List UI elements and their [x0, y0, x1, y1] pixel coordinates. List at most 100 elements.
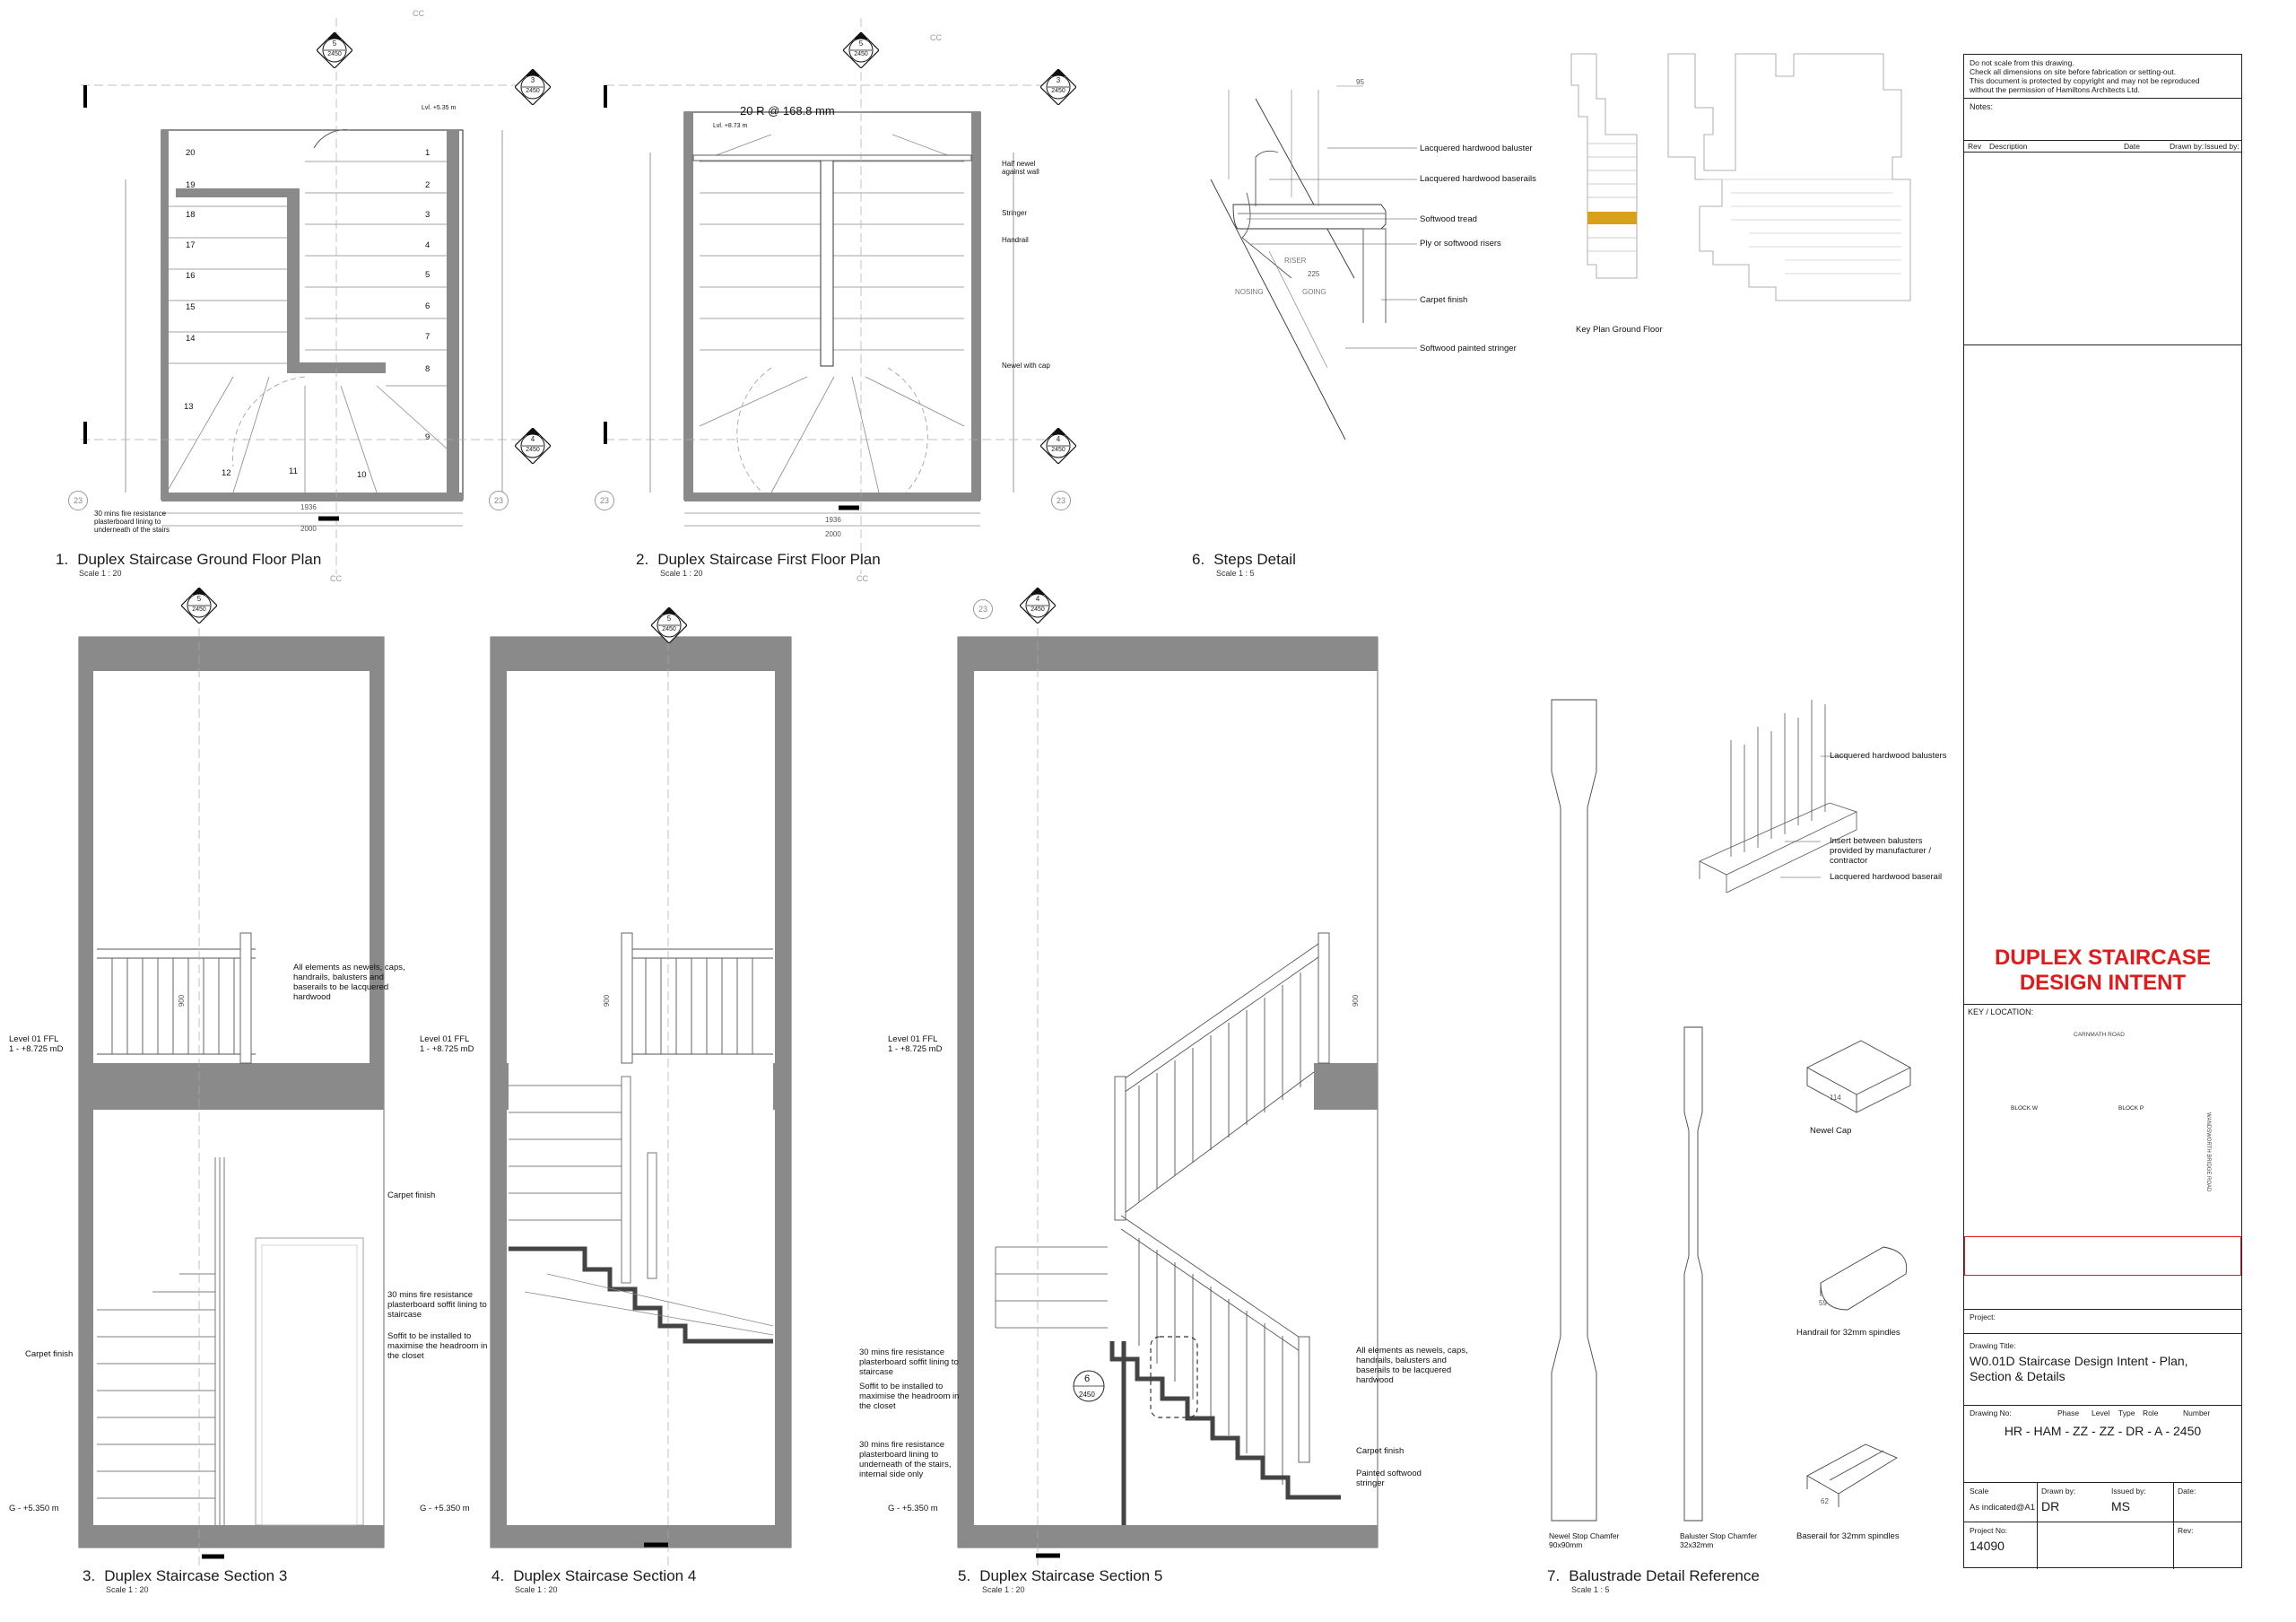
drawing-no-value: HR - HAM - ZZ - ZZ - DR - A - 2450	[2004, 1424, 2202, 1438]
grid-bubble-23c: 23	[973, 599, 993, 619]
s4-dim-900: 900	[603, 994, 612, 1007]
marker-sheet: 2450	[662, 626, 676, 632]
marker-id: 3	[1056, 76, 1061, 84]
type-header: Type	[2118, 1408, 2135, 1417]
project-no-row: Project No: 14090 Rev:	[1964, 1522, 2241, 1569]
divider	[2037, 1483, 2038, 1522]
s5-underneath-note: 30 mins fire resistance plasterboard lin…	[859, 1440, 952, 1479]
view-scale-6: Scale 1 : 5	[1216, 569, 1255, 578]
newel-cap-note: Newel with cap	[1002, 362, 1050, 370]
marker-sheet: 2450	[1051, 88, 1065, 94]
marker-id: 4	[1035, 595, 1040, 603]
tread-number: 3	[425, 210, 430, 220]
revision-header-row: Rev Description Date Drawn by: Issued by…	[1964, 140, 2241, 153]
key-location-row: KEY / LOCATION: CARNMATH ROAD WANDSWORTH…	[1964, 1004, 2241, 1191]
dim-total-width-1: 2000	[300, 525, 317, 533]
grid-cc-1: CC	[413, 9, 424, 18]
steps-going: GOING	[1302, 288, 1326, 296]
issued-by-label: Issued by:	[2111, 1487, 2146, 1496]
marker-id: 4	[1056, 435, 1061, 443]
notes-row: Notes:	[1964, 98, 2241, 111]
disclaimer-text: Do not scale from this drawing. Check al…	[1970, 58, 2200, 94]
view-scale-1: Scale 1 : 20	[79, 569, 122, 578]
project-title-line-1: DUPLEX STAIRCASE	[1995, 946, 2211, 970]
section-marker-4b[interactable]: 4 2450	[1039, 427, 1077, 465]
notes-label: Notes:	[1970, 102, 1994, 111]
diamond-marker-icon	[180, 587, 218, 624]
plan-first-floor	[604, 18, 1058, 574]
view-number: 1.	[56, 551, 69, 568]
view-number: 4.	[491, 1567, 505, 1584]
s5-level01: Level 01 FFL 1 - +8.725 mD	[888, 1034, 943, 1054]
s4-carpet-note: Carpet finish	[387, 1190, 436, 1200]
view-scale-3: Scale 1 : 20	[106, 1585, 149, 1594]
road-label-side: WANDSWORTH BRIDGE ROAD	[2205, 1112, 2211, 1192]
steps-riser: RISER	[1284, 257, 1307, 265]
tread-number: 1	[425, 148, 430, 158]
tread-number: 14	[186, 334, 196, 344]
section-marker-4c[interactable]: 4 2450	[1019, 587, 1057, 624]
block-p-label: BLOCK P	[2118, 1105, 2144, 1112]
drawn-by-label: Drawn by:	[2041, 1487, 2076, 1496]
stringer-note: Stringer	[1002, 209, 1028, 217]
bal-baserail-note: Lacquered hardwood baserail	[1830, 872, 1943, 882]
tread-number: 20	[186, 148, 196, 158]
dim-inner-width-2: 1936	[825, 516, 841, 524]
view-title-text: Duplex Staircase Section 4	[513, 1567, 697, 1584]
s5-dim-900: 900	[1352, 994, 1361, 1007]
view-number: 6.	[1192, 551, 1205, 568]
view-title-text: Balustrade Detail Reference	[1569, 1567, 1760, 1584]
project-no-value: 14090	[1970, 1539, 2005, 1553]
section-marker-5d[interactable]: 5 2450	[650, 606, 688, 644]
s3-level-g: G - +5.350 m	[9, 1504, 59, 1513]
diamond-marker-icon	[650, 606, 688, 644]
section-marker-3b[interactable]: 3 2450	[1039, 68, 1077, 106]
project-row: Project:	[1964, 1309, 2241, 1321]
scale-label: Scale	[1970, 1487, 1989, 1496]
section-marker-5a[interactable]: 5 2450	[316, 31, 353, 69]
section-marker-5c[interactable]: 5 2450	[180, 587, 218, 624]
plan-fire-lining-note: 30 mins fire resistance plasterboard lin…	[94, 510, 170, 534]
marker-id: 4	[530, 435, 535, 443]
view-title-6: 6.Steps Detail	[1192, 551, 1296, 569]
bal-balusters-note: Lacquered hardwood balusters	[1830, 751, 1947, 761]
view-title-2: 2.Duplex Staircase First Floor Plan	[636, 551, 881, 569]
role-header: Role	[2143, 1408, 2159, 1417]
rev-header: Rev	[1968, 142, 1982, 151]
tread-number: 17	[186, 240, 196, 250]
section-marker-3a[interactable]: 3 2450	[514, 68, 552, 106]
marker-id: 5	[196, 595, 202, 603]
s4-level01: Level 01 FFL 1 - +8.725 mD	[420, 1034, 474, 1054]
section-3	[78, 628, 385, 1565]
view-title-7: 7.Balustrade Detail Reference	[1547, 1567, 1760, 1585]
section-marker-5b[interactable]: 5 2450	[842, 31, 880, 69]
grid-bubble-23d: 23	[489, 491, 509, 510]
steps-carpet-note: Carpet finish	[1420, 295, 1468, 305]
section-marker-4a[interactable]: 4 2450	[514, 427, 552, 465]
dim-total-width-2: 2000	[825, 530, 841, 538]
bal-newel-stop-label: Newel Stop Chamfer 90x90mm	[1549, 1531, 1620, 1549]
grid-bubble-23e: 23	[1051, 491, 1071, 510]
revision-header-rule	[1964, 152, 2241, 153]
rev-label: Rev:	[2178, 1526, 2194, 1535]
riser-rule-label: 20 R @ 168.8 mm	[740, 104, 835, 118]
bal-dim-114: 114	[1830, 1094, 1841, 1102]
dim-inner-width-1: 1936	[300, 503, 317, 511]
s3-carpet-note: Carpet finish	[25, 1349, 74, 1359]
steps-dim-95: 95	[1356, 78, 1364, 86]
scale-row: Scale As indicated@A1 Drawn by: DR Issue…	[1964, 1482, 2241, 1522]
view-number: 3.	[83, 1567, 96, 1584]
s4-level-g: G - +5.350 m	[420, 1504, 470, 1513]
s3-level01: Level 01 FFL 1 - +8.725 mD	[9, 1034, 64, 1054]
rev-description-header: Description	[1989, 142, 2028, 151]
grid-bubble-23b: 23	[595, 491, 614, 510]
view-title-text: Duplex Staircase Ground Floor Plan	[77, 551, 322, 568]
tread-number: 12	[222, 468, 231, 478]
marker-sheet: 2450	[526, 447, 540, 453]
view-title-text: Duplex Staircase Section 5	[979, 1567, 1163, 1584]
marker-id: 5	[858, 39, 864, 48]
project-label: Project:	[1970, 1312, 1996, 1321]
bal-newel-cap-label: Newel Cap	[1810, 1126, 1852, 1136]
divider	[2037, 1522, 2038, 1569]
drawing-no-label: Drawing No:	[1970, 1408, 2012, 1417]
